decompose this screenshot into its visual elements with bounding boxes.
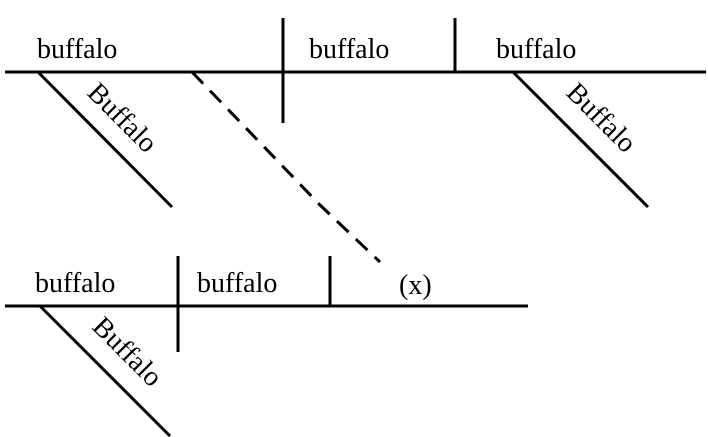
main-object-word: buffalo [496,34,576,65]
relative-clause-connector [190,70,382,264]
relative-verb-word: buffalo [197,268,277,299]
relative-subject-modifier-line [38,304,172,437]
main-subject-modifier-word: Buffalo [81,77,163,159]
relative-subject-word: buffalo [35,268,115,299]
main-verb-word: buffalo [309,34,389,65]
relative-object-word: (x) [399,270,432,301]
main-subject-modifier-line [36,70,174,209]
main-object-modifier-line [511,70,650,209]
relative-subject-modifier-word: Buffalo [86,311,168,393]
main-subject-word: buffalo [37,34,117,65]
main-object-modifier-word: Buffalo [560,77,642,159]
